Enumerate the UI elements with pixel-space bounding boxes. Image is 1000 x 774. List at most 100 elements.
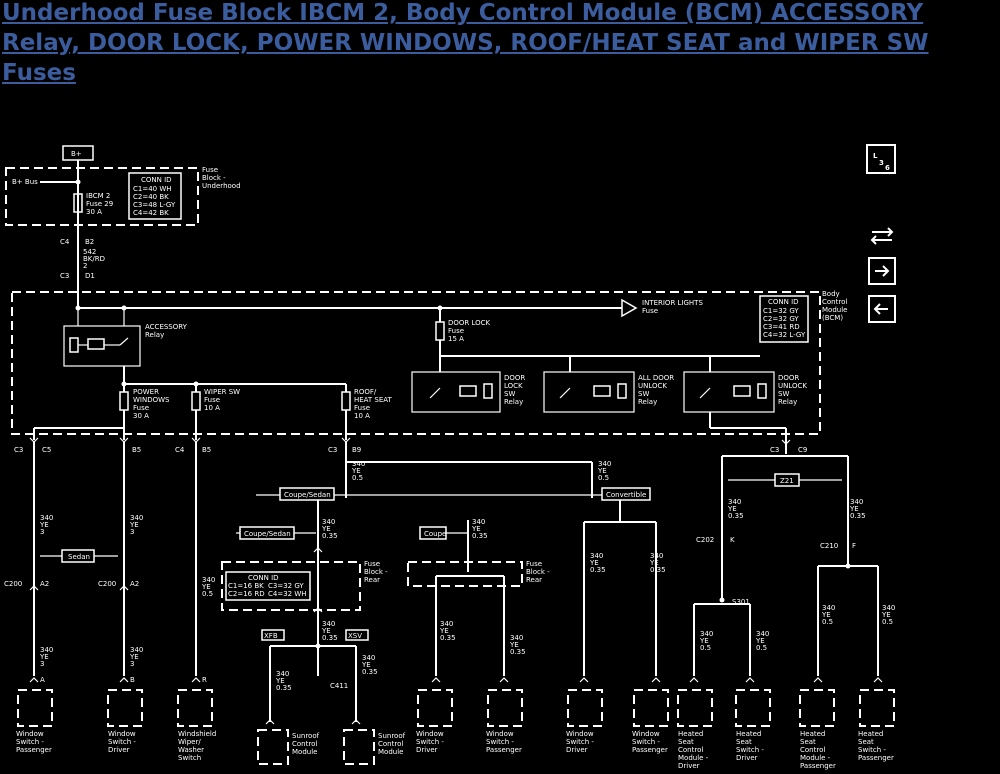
svg-text:C2=16 RD: C2=16 RD <box>228 590 265 598</box>
svg-text:Window: Window <box>16 730 44 738</box>
svg-text:0.5: 0.5 <box>352 474 363 482</box>
svg-text:C202: C202 <box>696 536 714 544</box>
svg-text:Seat: Seat <box>678 738 694 746</box>
svg-text:Window: Window <box>416 730 444 738</box>
legend-icon[interactable]: L 3 6 <box>866 144 896 174</box>
svg-text:Relay: Relay <box>504 398 523 406</box>
fuse-block-underhood <box>5 167 199 226</box>
svg-text:B+: B+ <box>71 150 82 158</box>
svg-text:C9: C9 <box>798 446 807 454</box>
svg-text:Fuse: Fuse <box>526 560 542 568</box>
svg-text:A: A <box>40 676 45 684</box>
svg-text:0.35: 0.35 <box>362 668 378 676</box>
svg-text:B5: B5 <box>202 446 211 454</box>
svg-text:C1=16 BK: C1=16 BK <box>228 582 264 590</box>
svg-text:340: 340 <box>598 460 611 468</box>
svg-text:XFB: XFB <box>264 632 278 640</box>
svg-text:Switch -: Switch - <box>858 746 886 754</box>
svg-text:B: B <box>130 676 135 684</box>
fuse-block-label-2: Block - <box>202 174 226 182</box>
svg-text:A2: A2 <box>40 580 49 588</box>
svg-text:B5: B5 <box>132 446 141 454</box>
heated-seat-module-driver <box>677 689 713 727</box>
svg-text:Module: Module <box>822 306 847 314</box>
svg-text:340: 340 <box>202 576 215 584</box>
svg-text:C3: C3 <box>60 272 69 280</box>
svg-text:Window: Window <box>486 730 514 738</box>
svg-text:F: F <box>852 542 856 550</box>
svg-text:340: 340 <box>130 514 143 522</box>
svg-text:R: R <box>202 676 207 684</box>
svg-text:Window: Window <box>632 730 660 738</box>
svg-text:Driver: Driver <box>736 754 758 762</box>
conn-id-top <box>128 172 182 220</box>
svg-text:340: 340 <box>362 654 375 662</box>
svg-text:340: 340 <box>590 552 603 560</box>
sunroof-module-2 <box>343 729 375 765</box>
svg-text:0.35: 0.35 <box>276 684 292 692</box>
svg-text:Fuse 29: Fuse 29 <box>86 200 113 208</box>
svg-text:Fuse: Fuse <box>204 396 220 404</box>
svg-text:YE: YE <box>881 611 891 619</box>
svg-text:Relay: Relay <box>638 398 657 406</box>
next-arrow-icon[interactable] <box>868 257 896 285</box>
svg-text:Fuse: Fuse <box>448 327 464 335</box>
svg-text:C4=32 WH: C4=32 WH <box>268 590 307 598</box>
svg-text:542: 542 <box>83 248 96 256</box>
svg-text:Z21: Z21 <box>780 477 794 485</box>
svg-text:YE: YE <box>321 525 331 533</box>
conn-id-bcm <box>759 295 809 343</box>
xfb-option: XFB <box>261 629 285 641</box>
convertible-option: Convertible <box>601 487 651 501</box>
svg-text:0.35: 0.35 <box>850 512 866 520</box>
svg-text:340: 340 <box>472 518 485 526</box>
svg-text:Switch: Switch <box>178 754 201 762</box>
svg-text:Relay: Relay <box>778 398 797 406</box>
svg-text:10 A: 10 A <box>354 412 370 420</box>
svg-text:DOOR LOCK: DOOR LOCK <box>448 319 491 327</box>
svg-text:30 A: 30 A <box>86 208 102 216</box>
swap-icon[interactable] <box>870 227 894 245</box>
svg-text:C3: C3 <box>328 446 337 454</box>
svg-text:C4=42 BK: C4=42 BK <box>133 209 169 217</box>
svg-text:C3: C3 <box>14 446 23 454</box>
svg-text:Control: Control <box>292 740 317 748</box>
svg-text:(BCM): (BCM) <box>822 314 843 322</box>
svg-text:Washer: Washer <box>178 746 204 754</box>
fuse-block-rear-2 <box>407 561 523 587</box>
svg-text:WIPER SW: WIPER SW <box>204 388 240 396</box>
svg-text:0.5: 0.5 <box>756 644 767 652</box>
heated-seat-switch-passenger <box>859 689 895 727</box>
bcm-box <box>11 291 821 435</box>
svg-text:10 A: 10 A <box>204 404 220 412</box>
svg-text:6: 6 <box>885 164 890 172</box>
svg-text:Control: Control <box>378 740 403 748</box>
svg-text:3: 3 <box>879 159 884 167</box>
svg-text:Switch -: Switch - <box>632 738 660 746</box>
svg-text:Switch -: Switch - <box>416 738 444 746</box>
page-title: Underhood Fuse Block IBCM 2, Body Contro… <box>2 0 929 86</box>
svg-text:Fuse: Fuse <box>642 307 658 315</box>
svg-text:Sunroof: Sunroof <box>292 732 320 740</box>
svg-text:Block -: Block - <box>364 568 388 576</box>
svg-text:Passenger: Passenger <box>16 746 52 754</box>
svg-text:0.35: 0.35 <box>650 566 666 574</box>
svg-text:Sedan: Sedan <box>68 553 90 561</box>
svg-text:Driver: Driver <box>678 762 700 770</box>
svg-text:340: 340 <box>882 604 895 612</box>
svg-text:0.35: 0.35 <box>322 532 338 540</box>
svg-text:0.35: 0.35 <box>322 634 338 642</box>
svg-text:K: K <box>730 536 735 544</box>
svg-text:Block -: Block - <box>526 568 550 576</box>
svg-text:C1=40 WH: C1=40 WH <box>133 185 172 193</box>
svg-text:YE: YE <box>755 637 765 645</box>
svg-text:L: L <box>873 152 878 160</box>
svg-text:YE: YE <box>201 583 211 591</box>
svg-text:3: 3 <box>40 528 44 536</box>
svg-text:B2: B2 <box>85 238 94 246</box>
svg-text:SW: SW <box>638 390 649 398</box>
svg-text:SW: SW <box>778 390 789 398</box>
previous-arrow-icon[interactable] <box>868 295 896 323</box>
svg-text:YE: YE <box>589 559 599 567</box>
svg-text:Switch -: Switch - <box>486 738 514 746</box>
